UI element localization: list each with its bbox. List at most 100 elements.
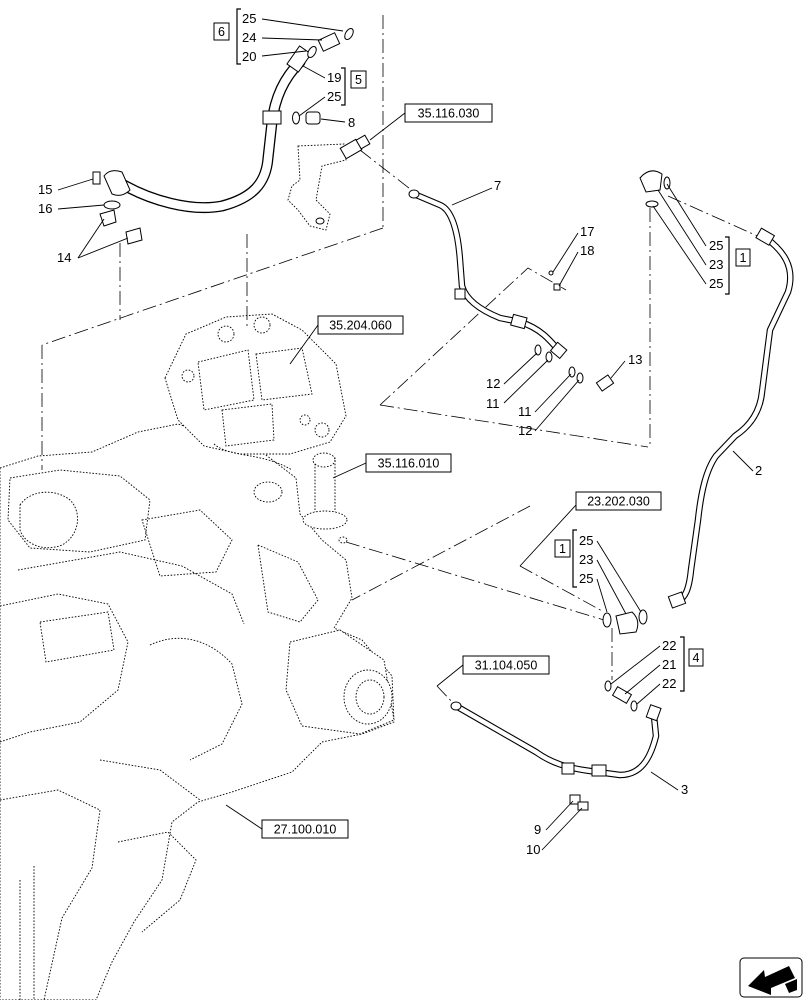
tube-end-fitting (450, 701, 462, 711)
ref-link-35-204-060[interactable]: 35.204.060 (317, 315, 404, 335)
pipe-support-bracket (287, 134, 371, 231)
clamp-half (99, 209, 117, 227)
callout-17[interactable]: 17 (580, 224, 594, 239)
orientation-arrow-icon (748, 966, 797, 995)
ref-label: 23.202.030 (587, 495, 650, 509)
housing-bottom-edge (99, 759, 201, 801)
hose-top-fitting (286, 45, 312, 73)
callout-number[interactable]: 25 (327, 89, 341, 104)
adapter-sleeve (317, 32, 341, 52)
leader (225, 804, 263, 830)
kit-box-frame (213, 22, 230, 41)
leader (657, 189, 707, 266)
callout-9[interactable]: 9 (534, 822, 541, 837)
callout-18[interactable]: 18 (580, 243, 594, 258)
construction-lines (41, 15, 763, 705)
leader (320, 118, 346, 123)
ref-link-35-116-010[interactable]: 35.116.010 (365, 453, 452, 473)
callout-10[interactable]: 10 (526, 842, 540, 857)
leader (302, 65, 326, 79)
leader (541, 807, 583, 851)
callout-11[interactable]: 11 (518, 404, 532, 419)
flexible-hose-upper (103, 45, 312, 214)
ref-box-frame (404, 103, 493, 123)
ref-label: 31.104.050 (475, 659, 538, 673)
leader (519, 504, 577, 567)
kit-6[interactable]: 6 25 24 20 (213, 11, 256, 64)
callout-number[interactable]: 19 (327, 70, 341, 85)
callout-16[interactable]: 16 (38, 201, 52, 216)
callout-15[interactable]: 15 (38, 182, 52, 197)
valve-port-3 (299, 414, 311, 426)
callout-3[interactable]: 3 (681, 782, 688, 797)
orientation-arrow-shape (748, 966, 795, 995)
callout-number[interactable]: 25 (579, 571, 593, 586)
tube-bottom-nut (667, 591, 687, 609)
ref-link-35-116-030[interactable]: 35.116.030 (404, 103, 493, 123)
kit-5[interactable]: 19 25 5 (327, 70, 367, 104)
callout-12[interactable]: 12 (518, 423, 532, 438)
callout-11[interactable]: 11 (486, 396, 500, 411)
callout-2[interactable]: 2 (755, 463, 762, 478)
leader (436, 664, 464, 687)
construction-line (345, 541, 605, 621)
valve-port-1 (181, 369, 195, 383)
callout-14[interactable]: 14 (57, 250, 71, 265)
ref-box-frame (365, 453, 452, 473)
adapter-fitting (305, 111, 321, 125)
housing-lower-rib (117, 831, 197, 933)
tube-fill (453, 703, 659, 778)
leader (77, 237, 129, 259)
tube-fill (674, 235, 793, 605)
callout-number[interactable]: 25 (709, 238, 723, 253)
callout-13[interactable]: 13 (628, 352, 642, 367)
callout-number[interactable]: 20 (242, 49, 256, 64)
tube-nut (510, 313, 528, 330)
kit-box-number: 5 (355, 73, 362, 87)
ref-link-23-202-030[interactable]: 23.202.030 (575, 491, 662, 511)
callout-number[interactable]: 25 (242, 11, 256, 26)
leader (289, 324, 319, 365)
callout-number[interactable]: 25 (579, 533, 593, 548)
callout-12[interactable]: 12 (486, 376, 500, 391)
ref-link-31-104-050[interactable]: 31.104.050 (462, 655, 550, 675)
callout-8[interactable]: 8 (348, 115, 355, 130)
callout-number[interactable]: 22 (662, 638, 676, 653)
clamp-half (125, 227, 143, 245)
leader (57, 204, 105, 210)
callout-number[interactable]: 23 (579, 552, 593, 567)
tube-end-fitting (408, 189, 420, 199)
kit-1-upper[interactable]: 25 23 25 1 (709, 238, 751, 291)
callout-number[interactable]: 23 (709, 257, 723, 272)
construction-line (41, 227, 384, 346)
output-flange (343, 669, 393, 725)
leader (636, 683, 661, 705)
callout-number[interactable]: 24 (242, 30, 256, 45)
tube-end-nut (549, 341, 568, 360)
construction-line (379, 404, 649, 448)
ref-label: 35.116.010 (378, 457, 440, 471)
construction-line (667, 195, 763, 239)
leader (666, 183, 707, 247)
kit-box-frame (554, 539, 571, 558)
housing-boss-ring (253, 481, 283, 503)
ref-link-27-100-010[interactable]: 27.100.010 (261, 819, 349, 839)
leader (298, 96, 326, 117)
ref-box-frame (462, 655, 550, 675)
leader (596, 578, 608, 613)
callout-number[interactable]: 25 (709, 276, 723, 291)
orientation-arrow-base (785, 979, 797, 993)
callout-7[interactable]: 7 (494, 178, 501, 193)
callout-number[interactable]: 21 (662, 657, 676, 672)
leader (545, 800, 574, 831)
view-orientation-button[interactable] (739, 957, 803, 998)
o-ring (292, 111, 300, 125)
bolt (92, 171, 101, 185)
pipe-connector-nut (355, 134, 371, 150)
screw (553, 283, 561, 291)
kit-1-lower[interactable]: 1 25 23 25 (554, 533, 593, 586)
leader (503, 359, 549, 404)
kit-4[interactable]: 22 21 22 4 (662, 638, 704, 691)
callout-number[interactable]: 22 (662, 676, 676, 691)
housing-gear-cover (19, 491, 78, 549)
